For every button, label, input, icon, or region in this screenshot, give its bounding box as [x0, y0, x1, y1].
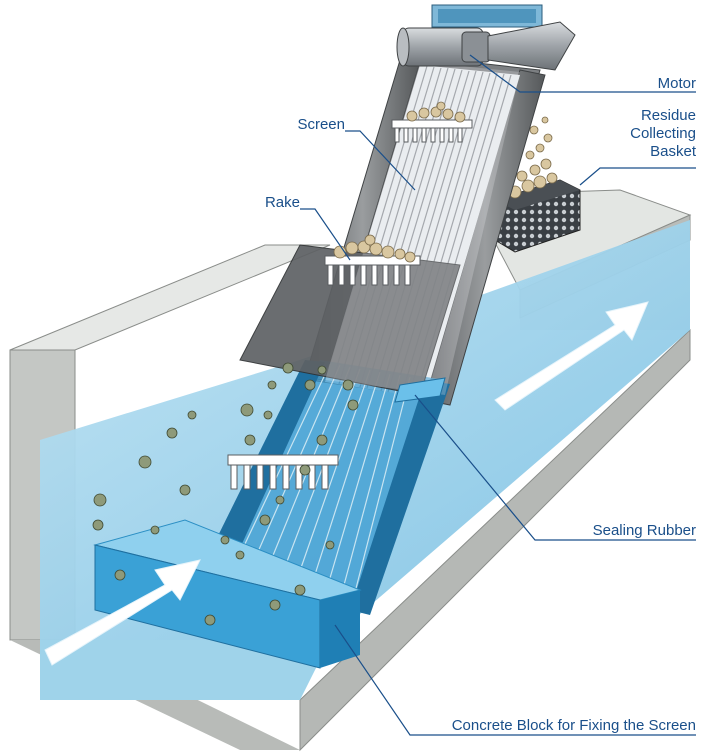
- label-residue-line2: Collecting: [630, 125, 696, 142]
- rake-bottom: [227, 454, 339, 490]
- rake-middle: [324, 255, 421, 286]
- rake-residue: [333, 101, 466, 263]
- label-screen: Screen: [297, 116, 345, 133]
- rake-top: [391, 119, 473, 143]
- motor: [396, 21, 576, 71]
- flow-arrow-outlet: [494, 301, 649, 411]
- sealing-rubber: [394, 377, 446, 403]
- residue-basket: [494, 116, 581, 253]
- label-residue-line1: Residue: [641, 107, 696, 124]
- label-sealing-rubber: Sealing Rubber: [593, 522, 696, 539]
- motor-assembly: [396, 4, 576, 71]
- screen-unit: [205, 54, 546, 615]
- basket-residue: [508, 116, 558, 199]
- label-motor: Motor: [658, 75, 696, 92]
- flow-arrow-inlet: [44, 559, 201, 666]
- debris: [92, 362, 359, 626]
- leader-lines: [300, 54, 696, 736]
- label-residue-line3: Basket: [650, 143, 697, 160]
- concrete-block: [93, 519, 362, 669]
- label-concrete-block: Concrete Block for Fixing the Screen: [452, 717, 696, 734]
- label-rake: Rake: [265, 194, 300, 211]
